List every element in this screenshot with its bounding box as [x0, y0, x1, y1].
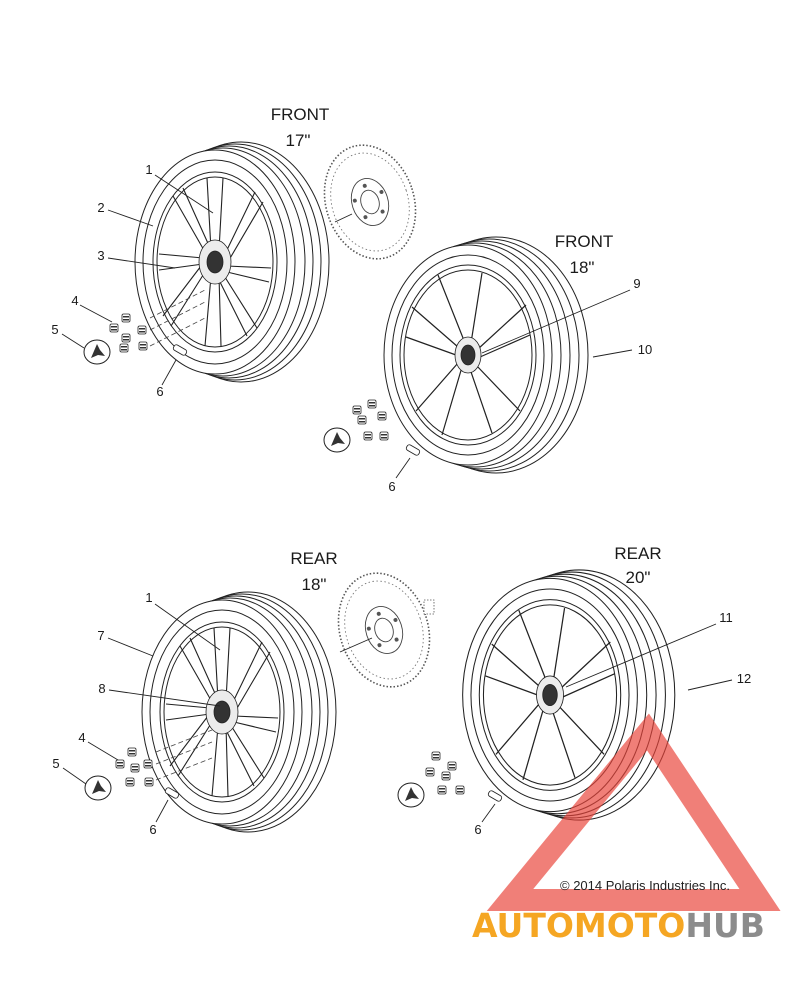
front-18-lug-nuts — [352, 399, 389, 441]
watermark-logo — [486, 713, 781, 911]
front-17-lug-nuts — [109, 313, 148, 353]
callout-4-front17: 4 — [71, 293, 78, 308]
callout-2: 2 — [97, 200, 104, 215]
watermark-text: AUTOMOTOHUB — [472, 906, 765, 945]
rear-20-wheel — [462, 569, 676, 821]
callout-9: 9 — [633, 276, 640, 291]
callout-3: 3 — [97, 248, 104, 263]
front-18-heading-line1: FRONT — [555, 232, 614, 251]
callout-11: 11 — [719, 610, 733, 625]
front-17-heading-line1: FRONT — [271, 105, 330, 124]
front-17-wheel — [134, 141, 330, 383]
front-18-valve-stem — [404, 443, 422, 457]
callout-6-rear20: 6 — [474, 822, 481, 837]
watermark-text-hub: HUB — [685, 906, 765, 945]
front-18-center-cap — [323, 427, 351, 453]
front-17-heading-line2: 17" — [286, 131, 311, 150]
rear-18-heading-line1: REAR — [290, 549, 337, 568]
watermark-text-automoto: AUTOMOTO — [472, 906, 685, 945]
callout-1-front17: 1 — [145, 162, 152, 177]
rear-18-rotor — [323, 560, 445, 700]
front-18-wheel — [383, 236, 589, 474]
callout-6-rear18: 6 — [149, 822, 156, 837]
callout-5-rear18: 5 — [52, 756, 59, 771]
copyright-notice: © 2014 Polaris Industries Inc. — [560, 878, 730, 893]
callout-6-front18: 6 — [388, 479, 395, 494]
rear-20-heading-line1: REAR — [614, 544, 661, 563]
callout-4-rear18: 4 — [78, 730, 85, 745]
callout-6-front17: 6 — [156, 384, 163, 399]
callout-10: 10 — [638, 342, 652, 357]
callout-12: 12 — [737, 671, 751, 686]
rear-20-heading-line2: 20" — [626, 568, 651, 587]
rear-18-heading-line2: 18" — [302, 575, 327, 594]
rear-20-lug-nuts — [425, 751, 465, 795]
callout-8: 8 — [98, 681, 105, 696]
callout-1-rear18: 1 — [145, 590, 152, 605]
front-18-heading-line2: 18" — [570, 258, 595, 277]
front-17-center-cap — [83, 339, 111, 365]
callout-7: 7 — [97, 628, 104, 643]
callout-5-front17: 5 — [51, 322, 58, 337]
rear-18-center-cap — [84, 775, 112, 801]
rear-20-valve-stem — [486, 789, 504, 803]
rear-20-center-cap — [397, 782, 425, 808]
